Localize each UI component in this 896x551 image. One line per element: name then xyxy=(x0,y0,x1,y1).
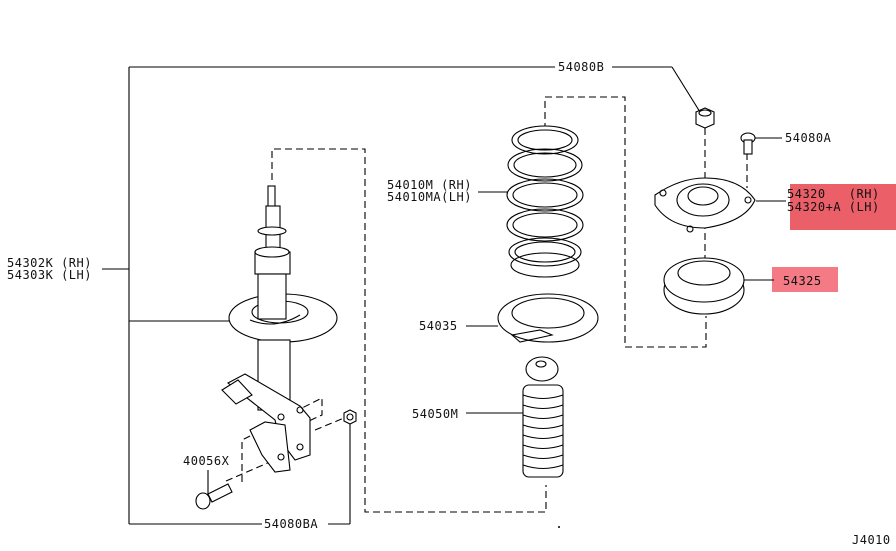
highlight-mount-insulator xyxy=(790,184,896,230)
mount-insulator-drawing xyxy=(654,177,786,233)
label-54050M: 54050M xyxy=(412,407,458,421)
knuckle-nut-drawing xyxy=(343,409,357,425)
top-nut-drawing xyxy=(695,107,715,129)
label-spring-lh: 54010MA(LH) xyxy=(387,190,472,204)
knuckle-bolt-drawing xyxy=(195,470,233,510)
mount-bolt-drawing xyxy=(740,132,782,155)
label-strut-lh: 54303K (LH) xyxy=(7,268,92,282)
label-54035: 54035 xyxy=(419,319,458,333)
label-54325: 54325 xyxy=(783,274,822,288)
spring-seat-drawing xyxy=(466,293,599,343)
label-strut-rh: 54302K (RH) xyxy=(7,256,92,270)
leader-frame xyxy=(102,66,701,525)
label-54080A: 54080A xyxy=(785,131,832,145)
coil-spring-drawing xyxy=(478,125,584,278)
diagram-code: J4010 xyxy=(852,533,891,547)
part-labels: 54080B 54080A 54302K (RH) 54303K (LH) 54… xyxy=(7,60,891,547)
bound-bumper-drawing xyxy=(466,356,564,478)
label-mount-lh: 54320+A (LH) xyxy=(787,200,880,214)
strut-assembly-drawing xyxy=(221,185,338,473)
label-40056X: 40056X xyxy=(183,454,230,468)
stray-dot xyxy=(558,526,560,528)
strut-bearing-drawing xyxy=(663,257,774,315)
label-54080B: 54080B xyxy=(558,60,604,74)
label-mount-rh: 54320 (RH) xyxy=(787,187,880,201)
assembly-dashed-lines xyxy=(225,96,748,513)
label-54080BA: 54080BA xyxy=(264,517,318,531)
label-spring-rh: 54010M (RH) xyxy=(387,178,472,192)
highlight-bearing xyxy=(772,267,838,292)
